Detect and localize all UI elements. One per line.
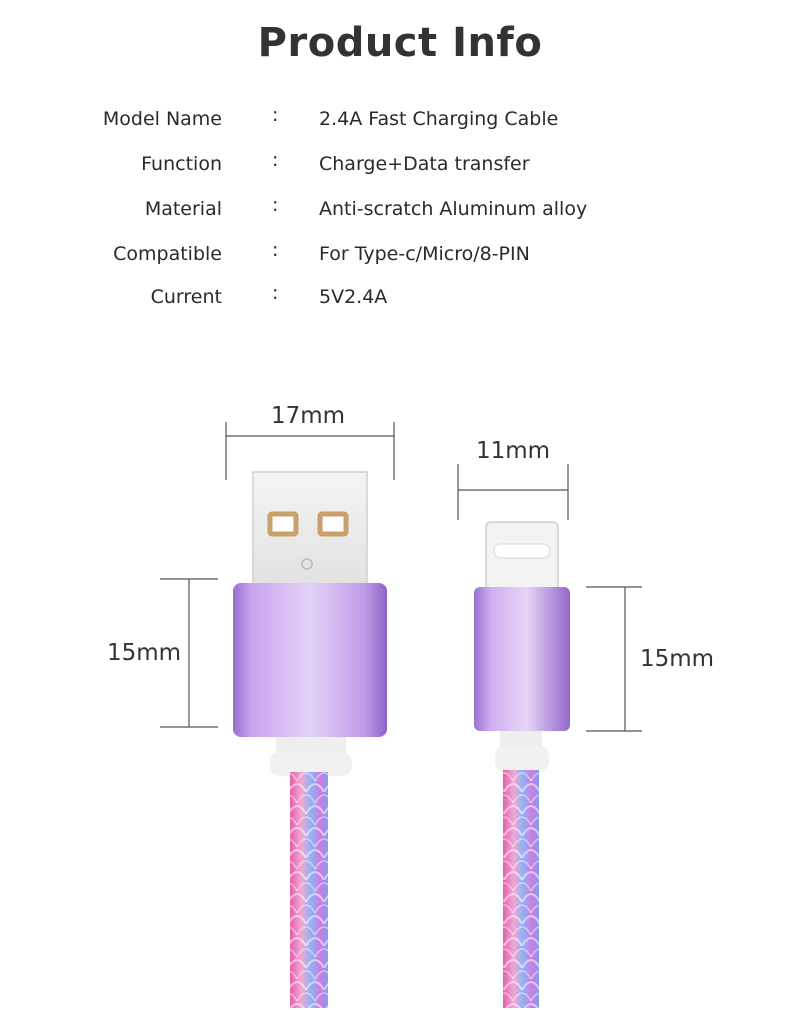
usb-width-dimension (225, 422, 395, 480)
spec-value: 5V2.4A (319, 286, 388, 308)
spec-row-material: Material : Anti-scratch Aluminum alloy (0, 194, 800, 228)
spec-row-function: Function : Charge+Data transfer (0, 149, 800, 183)
typec-length-dimension (586, 586, 642, 732)
spec-colon: : (272, 194, 279, 216)
typec-width-dimension (457, 464, 569, 520)
spec-value: Charge+Data transfer (319, 153, 530, 175)
spec-label: Material (144, 198, 222, 220)
spec-label: Current (150, 286, 222, 308)
spec-label: Function (141, 153, 222, 175)
spec-row-compatible: Compatible : For Type-c/Micro/8-PIN (0, 239, 800, 273)
spec-row-model-name: Model Name : 2.4A Fast Charging Cable (0, 104, 800, 138)
typec-length-label: 15mm (640, 646, 715, 672)
type-c-connector (474, 521, 570, 1008)
usb-width-label: 17mm (271, 403, 346, 429)
page-title: Product Info (257, 20, 543, 66)
typec-width-label: 11mm (476, 438, 551, 464)
spec-colon: : (272, 282, 279, 304)
usb-length-dimension (160, 578, 218, 728)
spec-value: 2.4A Fast Charging Cable (319, 108, 559, 130)
spec-colon: : (272, 104, 279, 126)
usb-a-connector (233, 471, 387, 1008)
spec-colon: : (272, 239, 279, 261)
spec-colon: : (272, 149, 279, 171)
spec-label: Compatible (113, 243, 222, 265)
spec-value: For Type-c/Micro/8-PIN (319, 243, 530, 265)
usb-length-label: 15mm (107, 640, 182, 666)
spec-row-current: Current : 5V2.4A (0, 282, 800, 316)
spec-value: Anti-scratch Aluminum alloy (319, 198, 588, 220)
spec-label: Model Name (102, 108, 222, 130)
